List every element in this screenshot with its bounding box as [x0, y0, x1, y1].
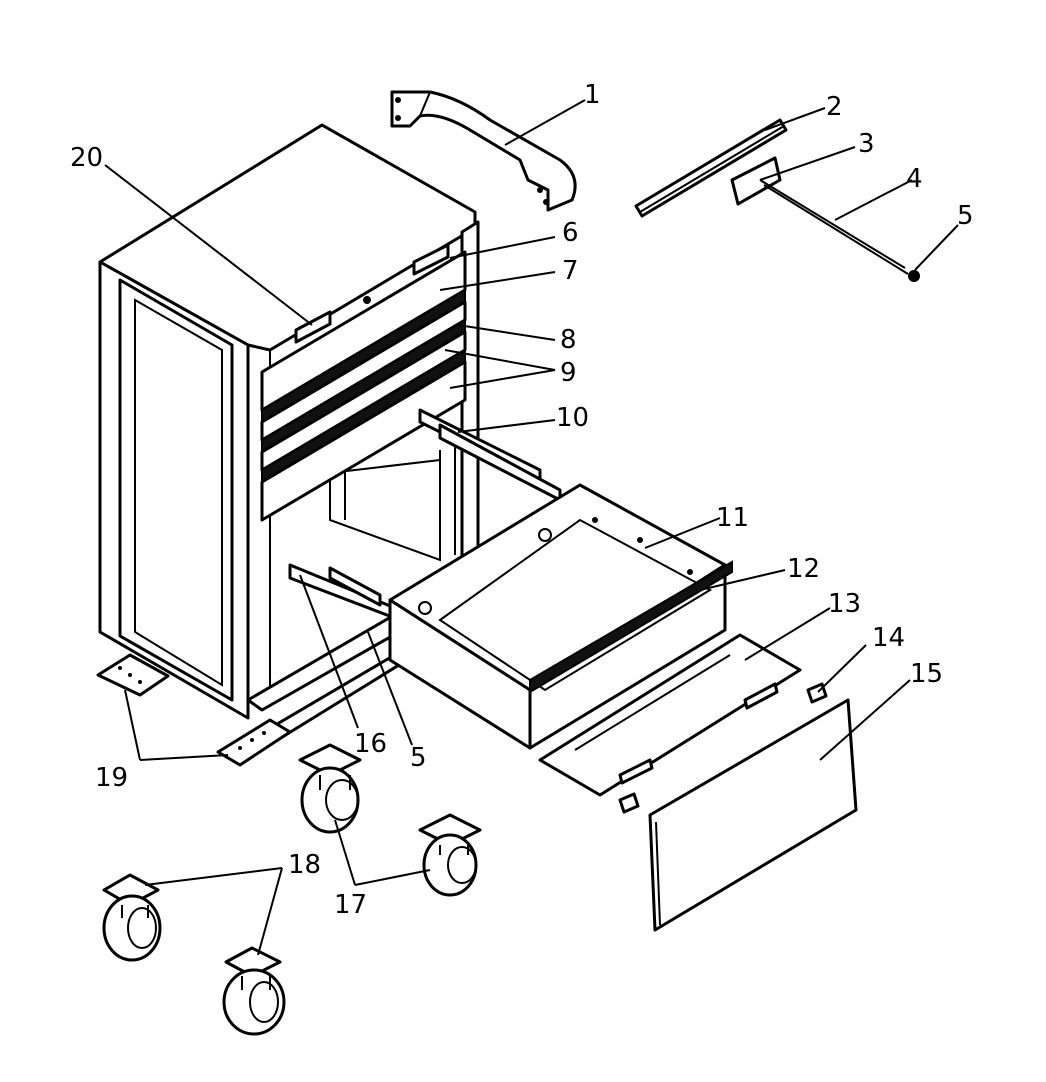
- callout-14: 14: [872, 623, 905, 653]
- callout-1: 1: [584, 80, 601, 110]
- base-plates: [96, 653, 292, 767]
- callout-12: 12: [787, 554, 820, 584]
- callout-labels: 1 2 3 4 5 6 7 8 9 10 11 12 13 14 15 16 5…: [70, 80, 974, 920]
- drawer-pan: [538, 633, 802, 797]
- cabinet-body: [98, 123, 480, 720]
- top-label-plate: [412, 243, 450, 276]
- callout-9: 9: [560, 358, 577, 388]
- caster-swivel-left: [102, 873, 162, 962]
- drawer-fronts: [260, 250, 467, 522]
- callout-2: 2: [826, 92, 843, 122]
- callout-19: 19: [95, 763, 128, 793]
- callout-17: 17: [334, 890, 367, 920]
- callout-10: 10: [556, 403, 589, 433]
- callout-16: 16: [354, 729, 387, 759]
- caster-rigid-left: [298, 743, 362, 834]
- callout-4: 4: [906, 164, 923, 194]
- callout-7: 7: [562, 256, 579, 286]
- handle: [390, 90, 577, 212]
- callout-3: 3: [858, 129, 875, 159]
- drawer-front-panel: [648, 698, 858, 932]
- drawer-slides: [248, 408, 562, 754]
- caster-swivel-right: [222, 946, 286, 1036]
- bracket-rod: [730, 156, 920, 282]
- slide-rail: [634, 118, 788, 218]
- callout-18: 18: [288, 850, 321, 880]
- callout-8: 8: [560, 325, 577, 355]
- callout-13: 13: [828, 589, 861, 619]
- caster-rigid-right: [418, 813, 482, 897]
- callout-11: 11: [716, 503, 749, 533]
- callout-5a: 5: [957, 201, 974, 231]
- callout-6: 6: [562, 218, 579, 248]
- callout-5b: 5: [410, 743, 427, 773]
- callout-15: 15: [910, 659, 943, 689]
- open-drawer: [388, 483, 733, 750]
- callout-20: 20: [70, 143, 103, 173]
- leader-lines: [104, 99, 959, 956]
- label-plate: [294, 310, 332, 344]
